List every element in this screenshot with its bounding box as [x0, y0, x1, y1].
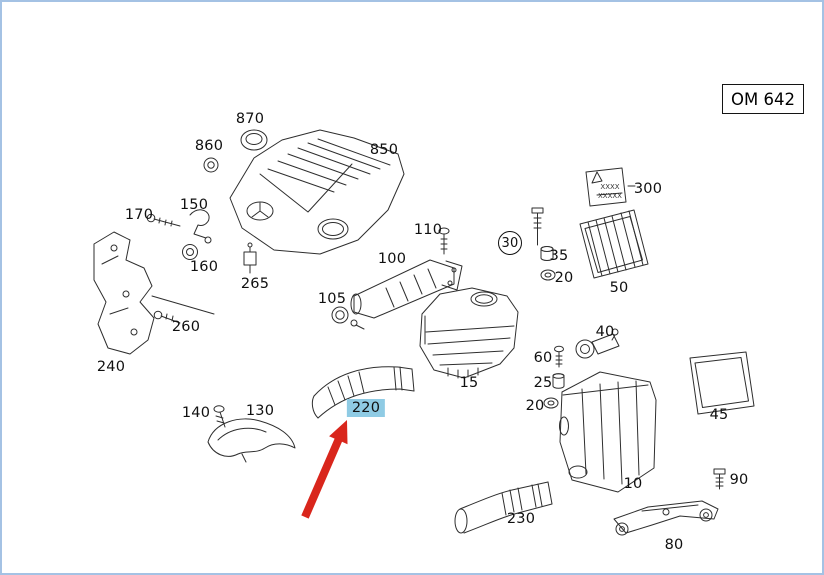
part-label-45: 45	[709, 407, 729, 423]
part-label-30: 30	[498, 231, 522, 255]
part-label-110: 110	[413, 222, 443, 238]
part-label-860: 860	[194, 138, 224, 154]
part-label-150: 150	[179, 197, 209, 213]
shield-130-art	[207, 418, 296, 463]
grommet-20b-art	[543, 397, 559, 409]
sleeve-25-art	[552, 373, 565, 389]
part-label-850: 850	[369, 142, 399, 158]
part-label-20-upper: 20	[554, 270, 574, 286]
part-label-265: 265	[240, 276, 270, 292]
part-label-160: 160	[189, 259, 219, 275]
sleeve-35-art	[540, 246, 554, 261]
part-label-130: 130	[245, 403, 275, 419]
airbox-art	[559, 371, 657, 493]
part-label-240: 240	[96, 359, 126, 375]
part-label-50: 50	[609, 280, 629, 296]
part-label-220-highlighted: 220	[346, 399, 386, 417]
intake-hose-220-art	[311, 366, 415, 419]
part-label-15: 15	[459, 375, 479, 391]
mount-bracket-240-art	[93, 231, 215, 355]
screw-170-art	[146, 213, 181, 227]
part-label-35: 35	[549, 248, 569, 264]
part-label-230: 230	[506, 511, 536, 527]
warning-sticker-art: XXXX XXXXX	[585, 167, 636, 207]
part-label-140: 140	[181, 405, 211, 421]
air-filter-element-art	[579, 209, 649, 279]
screw-140-art	[213, 405, 226, 428]
part-label-870: 870	[235, 111, 265, 127]
maf-sensor-art	[575, 328, 620, 359]
warning-triangle-icon	[591, 171, 603, 184]
part-label-90: 90	[729, 472, 749, 488]
warning-text-line1: XXXX	[600, 183, 619, 191]
part-label-170: 170	[124, 207, 154, 223]
bracket-150-art	[189, 209, 212, 244]
filter-housing-art	[419, 287, 519, 379]
part-label-105: 105	[317, 291, 347, 307]
part-label-260: 260	[171, 319, 201, 335]
seal-ring-160-art	[182, 244, 198, 260]
part-label-20-lower: 20	[525, 398, 545, 414]
seal-ring-860-art	[203, 157, 219, 173]
screw-90-art	[713, 468, 726, 490]
cover-panel-art	[689, 351, 755, 415]
screw-260-art	[153, 310, 181, 324]
grommet-20a-art	[540, 269, 556, 281]
screw-30-art	[531, 207, 544, 246]
engine-code-label: OM 642	[731, 89, 795, 109]
screw-110-art	[438, 227, 450, 255]
intake-duct-230-art	[454, 481, 553, 534]
part-label-80: 80	[664, 537, 684, 553]
part-label-10: 10	[623, 476, 643, 492]
intake-duct-100-art	[350, 259, 463, 319]
brand-star-icon	[251, 202, 269, 218]
pointer-arrow-icon	[301, 420, 348, 519]
warning-text-line2: XXXXX	[598, 192, 622, 200]
screw-60-art	[554, 345, 564, 368]
part-label-100: 100	[377, 251, 407, 267]
engine-cover-art	[229, 129, 405, 255]
part-label-60: 60	[533, 350, 553, 366]
engine-code-box: OM 642	[722, 84, 804, 114]
support-bracket-80-art	[613, 500, 719, 536]
sensor-265-art	[243, 242, 257, 274]
gasket-105-art	[331, 306, 365, 330]
part-label-300: 300	[633, 181, 663, 197]
part-label-25: 25	[533, 375, 553, 391]
part-label-40: 40	[595, 324, 615, 340]
oil-cap-art	[240, 129, 268, 151]
